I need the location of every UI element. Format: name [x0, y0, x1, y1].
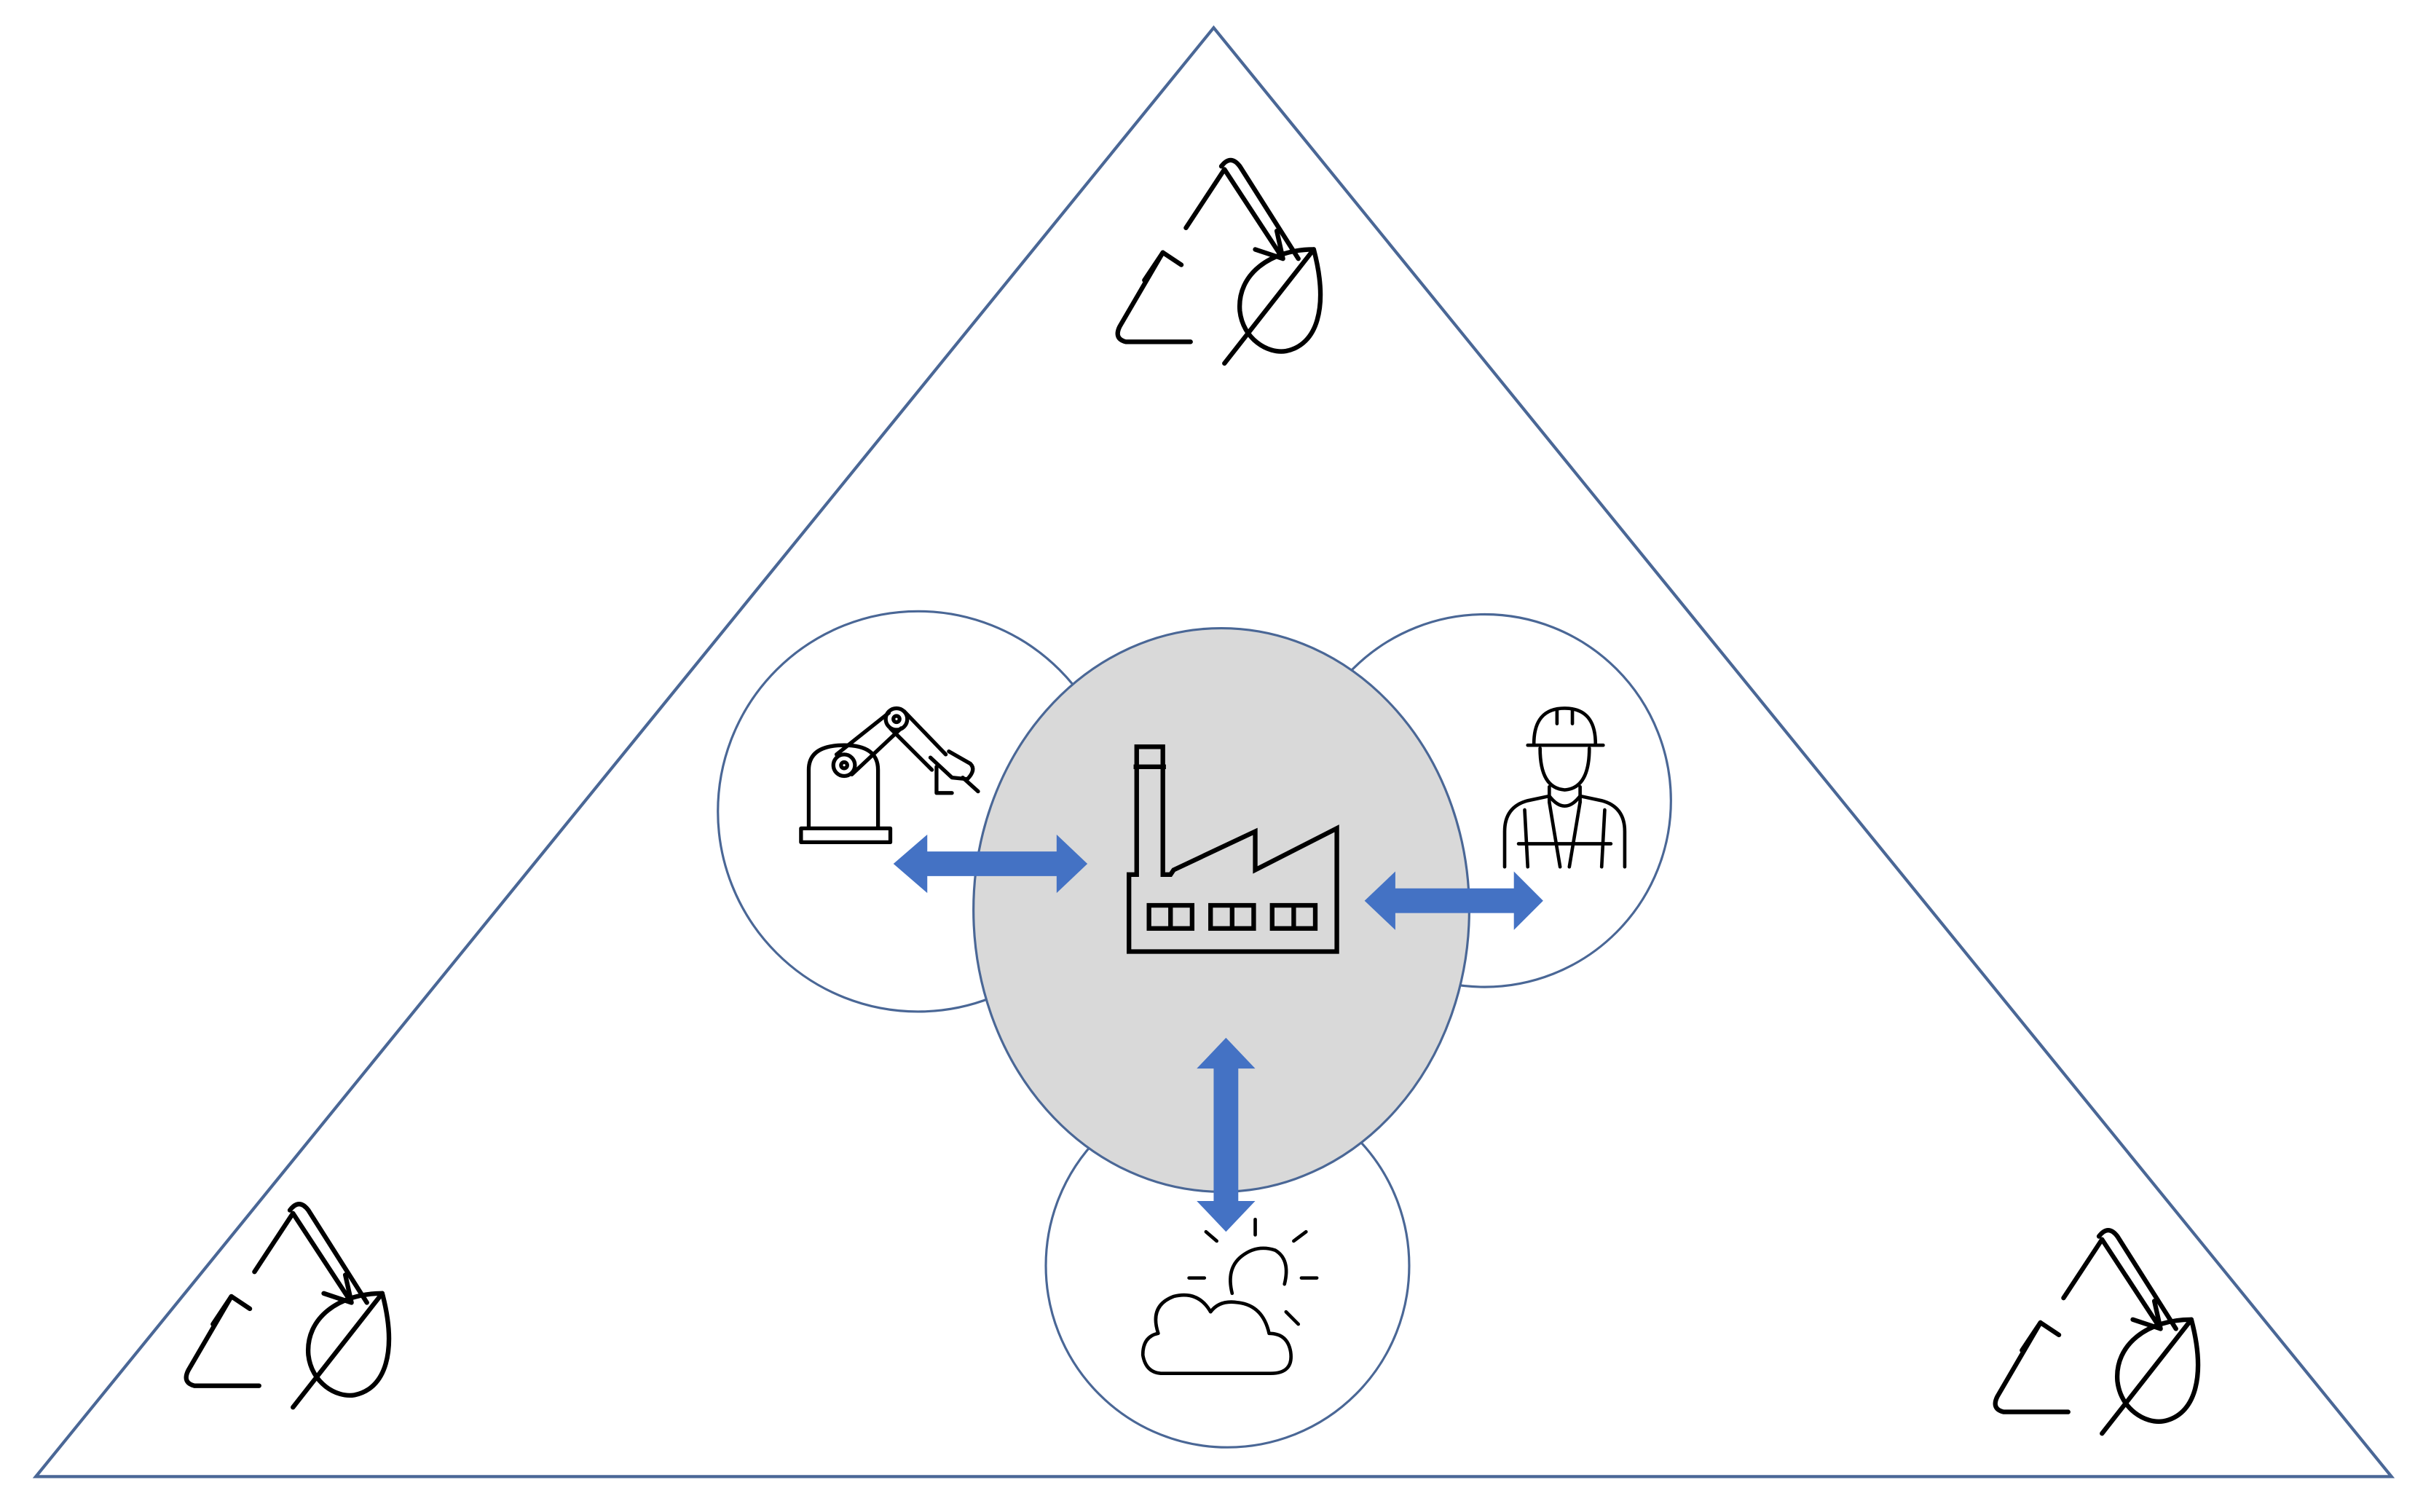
- weather-icon: [1140, 1218, 1319, 1376]
- arrow-factory-worker: [1364, 871, 1543, 930]
- recycle-leaf-icon: [186, 1204, 389, 1407]
- recycle-leaf-icon: [1118, 160, 1320, 363]
- arrow-factory-environment: [1197, 1037, 1256, 1232]
- arrow-factory-robot: [893, 834, 1088, 894]
- factory-icon: [1127, 744, 1339, 954]
- worker-icon: [1502, 706, 1627, 869]
- outer-triangle: [32, 25, 2395, 1478]
- recycle-leaf-icon: [1996, 1230, 2198, 1433]
- robot-arm-icon: [799, 706, 980, 845]
